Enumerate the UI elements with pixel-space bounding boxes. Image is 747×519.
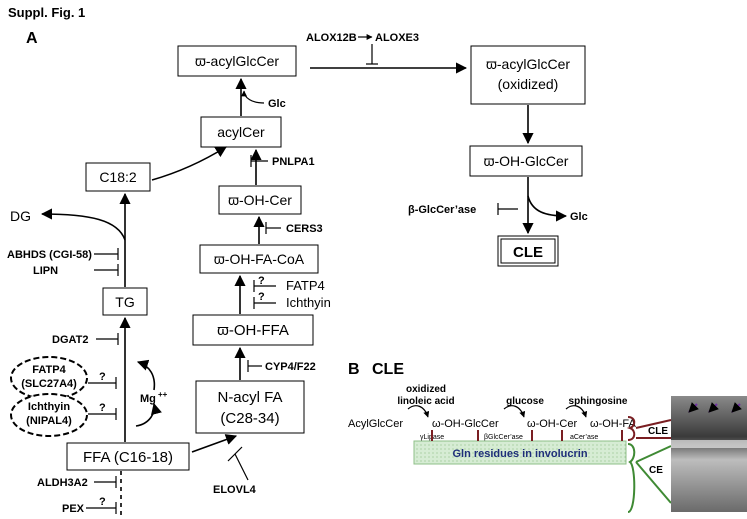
nacyl-fa-box bbox=[195, 380, 305, 434]
nacyl-fa-line1: N-acyl FA bbox=[217, 389, 282, 406]
ffa-box bbox=[66, 442, 190, 471]
cle-label: CLE bbox=[513, 244, 543, 261]
acylglccer-label: ϖ-acylGlcCer bbox=[195, 53, 279, 69]
aldh3a2-label: ALDH3A2 bbox=[37, 477, 88, 489]
mg-superscript: ++ bbox=[158, 390, 168, 399]
arrow-to-dg bbox=[40, 208, 126, 241]
involucrin-box bbox=[413, 440, 627, 465]
oh-cer-label: ϖ-OH-Cer bbox=[228, 192, 292, 208]
aloxe3-label: ALOXE3 bbox=[375, 32, 419, 44]
panel-b-title: CLE bbox=[372, 361, 404, 378]
tg-box bbox=[102, 287, 148, 316]
panel-b-label: B bbox=[348, 361, 360, 378]
b-micro-arrow-3 bbox=[731, 402, 742, 413]
fatp4-ellipse-line1: FATP4 bbox=[32, 364, 66, 376]
cle-box-inner bbox=[500, 238, 556, 264]
b-ohcer: ω-OH-Cer bbox=[527, 418, 577, 430]
b-ce-label: CE bbox=[649, 465, 663, 476]
b-curl-3 bbox=[565, 405, 588, 418]
b-glccerase: βGlcCer’ase bbox=[484, 434, 523, 441]
b-ohfa: ω-OH-FA bbox=[590, 418, 637, 430]
glc-top-label: Glc bbox=[268, 98, 286, 110]
b-micro-arrow-1 bbox=[688, 402, 699, 413]
oh-fa-coa-label: ϖ-OH-FA-CoA bbox=[214, 251, 305, 267]
abhd5-label: ABHDS (CGI-58) bbox=[7, 249, 92, 261]
oh-ffa-box bbox=[192, 314, 314, 346]
elovl4-label: ELOVL4 bbox=[213, 484, 257, 496]
mg-label: Mg bbox=[140, 393, 156, 405]
cers3-label: CERS3 bbox=[286, 223, 323, 235]
fatp4-ellipse-line2: (SLC27A4) bbox=[21, 378, 77, 390]
acylcer-label: acylCer bbox=[217, 124, 265, 140]
glc-right-label: Glc bbox=[570, 211, 588, 223]
ichthyin-ellipse bbox=[10, 393, 88, 437]
oh-ffa-label: ϖ-OH-FFA bbox=[217, 322, 289, 339]
mg-arrow-lower bbox=[135, 402, 162, 427]
b-acylglccer: AcylGlcCer bbox=[348, 418, 403, 430]
oh-glccer-box bbox=[469, 145, 583, 177]
b-curl-2 bbox=[503, 405, 526, 418]
arrow-c182-to-acylcer bbox=[151, 146, 227, 181]
elovl4-line bbox=[234, 453, 249, 481]
lipn-label: LIPN bbox=[33, 265, 58, 277]
b-sphingosine: sphingosine bbox=[569, 396, 628, 407]
b-ce-pointer-2 bbox=[635, 461, 672, 504]
b-ce-pointer-1 bbox=[635, 445, 672, 463]
arrow-glc-release bbox=[527, 195, 568, 222]
c182-label: C18:2 bbox=[99, 169, 137, 185]
fatp4-label: FATP4 bbox=[286, 278, 325, 293]
oh-cer-box bbox=[218, 185, 302, 215]
b-curl-1 bbox=[407, 405, 430, 418]
b-micrograph-band bbox=[671, 440, 747, 448]
oxidized-line2: (oxidized) bbox=[498, 76, 559, 92]
arrow-glc-input bbox=[241, 90, 265, 104]
b-cle-bracket bbox=[626, 416, 636, 441]
oxidized-line1: ϖ-acylGlcCer bbox=[486, 56, 570, 72]
pnpla1-label: PNLPA1 bbox=[272, 156, 315, 168]
suppl-fig-label: Suppl. Fig. 1 bbox=[8, 5, 85, 20]
pex-label: PEX bbox=[62, 503, 85, 515]
ffa-label: FFA (C16-18) bbox=[83, 449, 173, 466]
panel-a-label: A bbox=[26, 30, 38, 47]
b-cle-label: CLE bbox=[648, 426, 668, 437]
pex-question: ? bbox=[99, 496, 106, 508]
b-oxidized-1: oxidized bbox=[406, 384, 446, 395]
tg-label: TG bbox=[115, 294, 134, 310]
b-glucose: glucose bbox=[506, 396, 544, 407]
b-cle-pointer-1 bbox=[635, 419, 672, 429]
involucrin-label: Gln residues in involucrin bbox=[452, 448, 587, 460]
b-ce-bracket bbox=[627, 443, 636, 513]
b-micro-arrow-2 bbox=[708, 402, 719, 413]
ichthyin-label: Ichthyin bbox=[286, 295, 331, 310]
ichthyin-ellipse-line1: Ichthyin bbox=[28, 401, 70, 413]
acylglccer-box bbox=[177, 45, 297, 77]
b-ohglccer: ω-OH-GlcCer bbox=[432, 418, 499, 430]
fatp4-question: ? bbox=[258, 275, 265, 287]
b-acerase: aCer’ase bbox=[570, 434, 598, 441]
acylglccer-oxidized-box bbox=[470, 45, 586, 105]
alox12b-label: ALOX12B bbox=[306, 32, 357, 44]
b-micrograph bbox=[671, 396, 747, 512]
b-oxidized-2: linoleic acid bbox=[397, 396, 454, 407]
glccerase-label: β-GlcCer’ase bbox=[408, 204, 476, 216]
dg-label: DG bbox=[10, 208, 31, 224]
ichthyin-question: ? bbox=[258, 291, 265, 303]
c182-box bbox=[85, 162, 151, 192]
mg-arrow-upper bbox=[136, 359, 156, 391]
acylcer-box bbox=[200, 116, 282, 148]
oh-fa-coa-box bbox=[199, 244, 319, 274]
dgat2-label: DGAT2 bbox=[52, 334, 88, 346]
arrow-ffa-to-nacyl bbox=[191, 434, 238, 453]
nacyl-fa-line2: (C28-34) bbox=[220, 410, 279, 427]
ichthyin-ellipse-question: ? bbox=[99, 402, 106, 414]
cyp4f22-label: CYP4/F22 bbox=[265, 361, 316, 373]
oh-glccer-label: ϖ-OH-GlcCer bbox=[484, 153, 569, 169]
fatp4-ellipse-question: ? bbox=[99, 371, 106, 383]
ichthyin-ellipse-line2: (NIPAL4) bbox=[26, 415, 72, 427]
